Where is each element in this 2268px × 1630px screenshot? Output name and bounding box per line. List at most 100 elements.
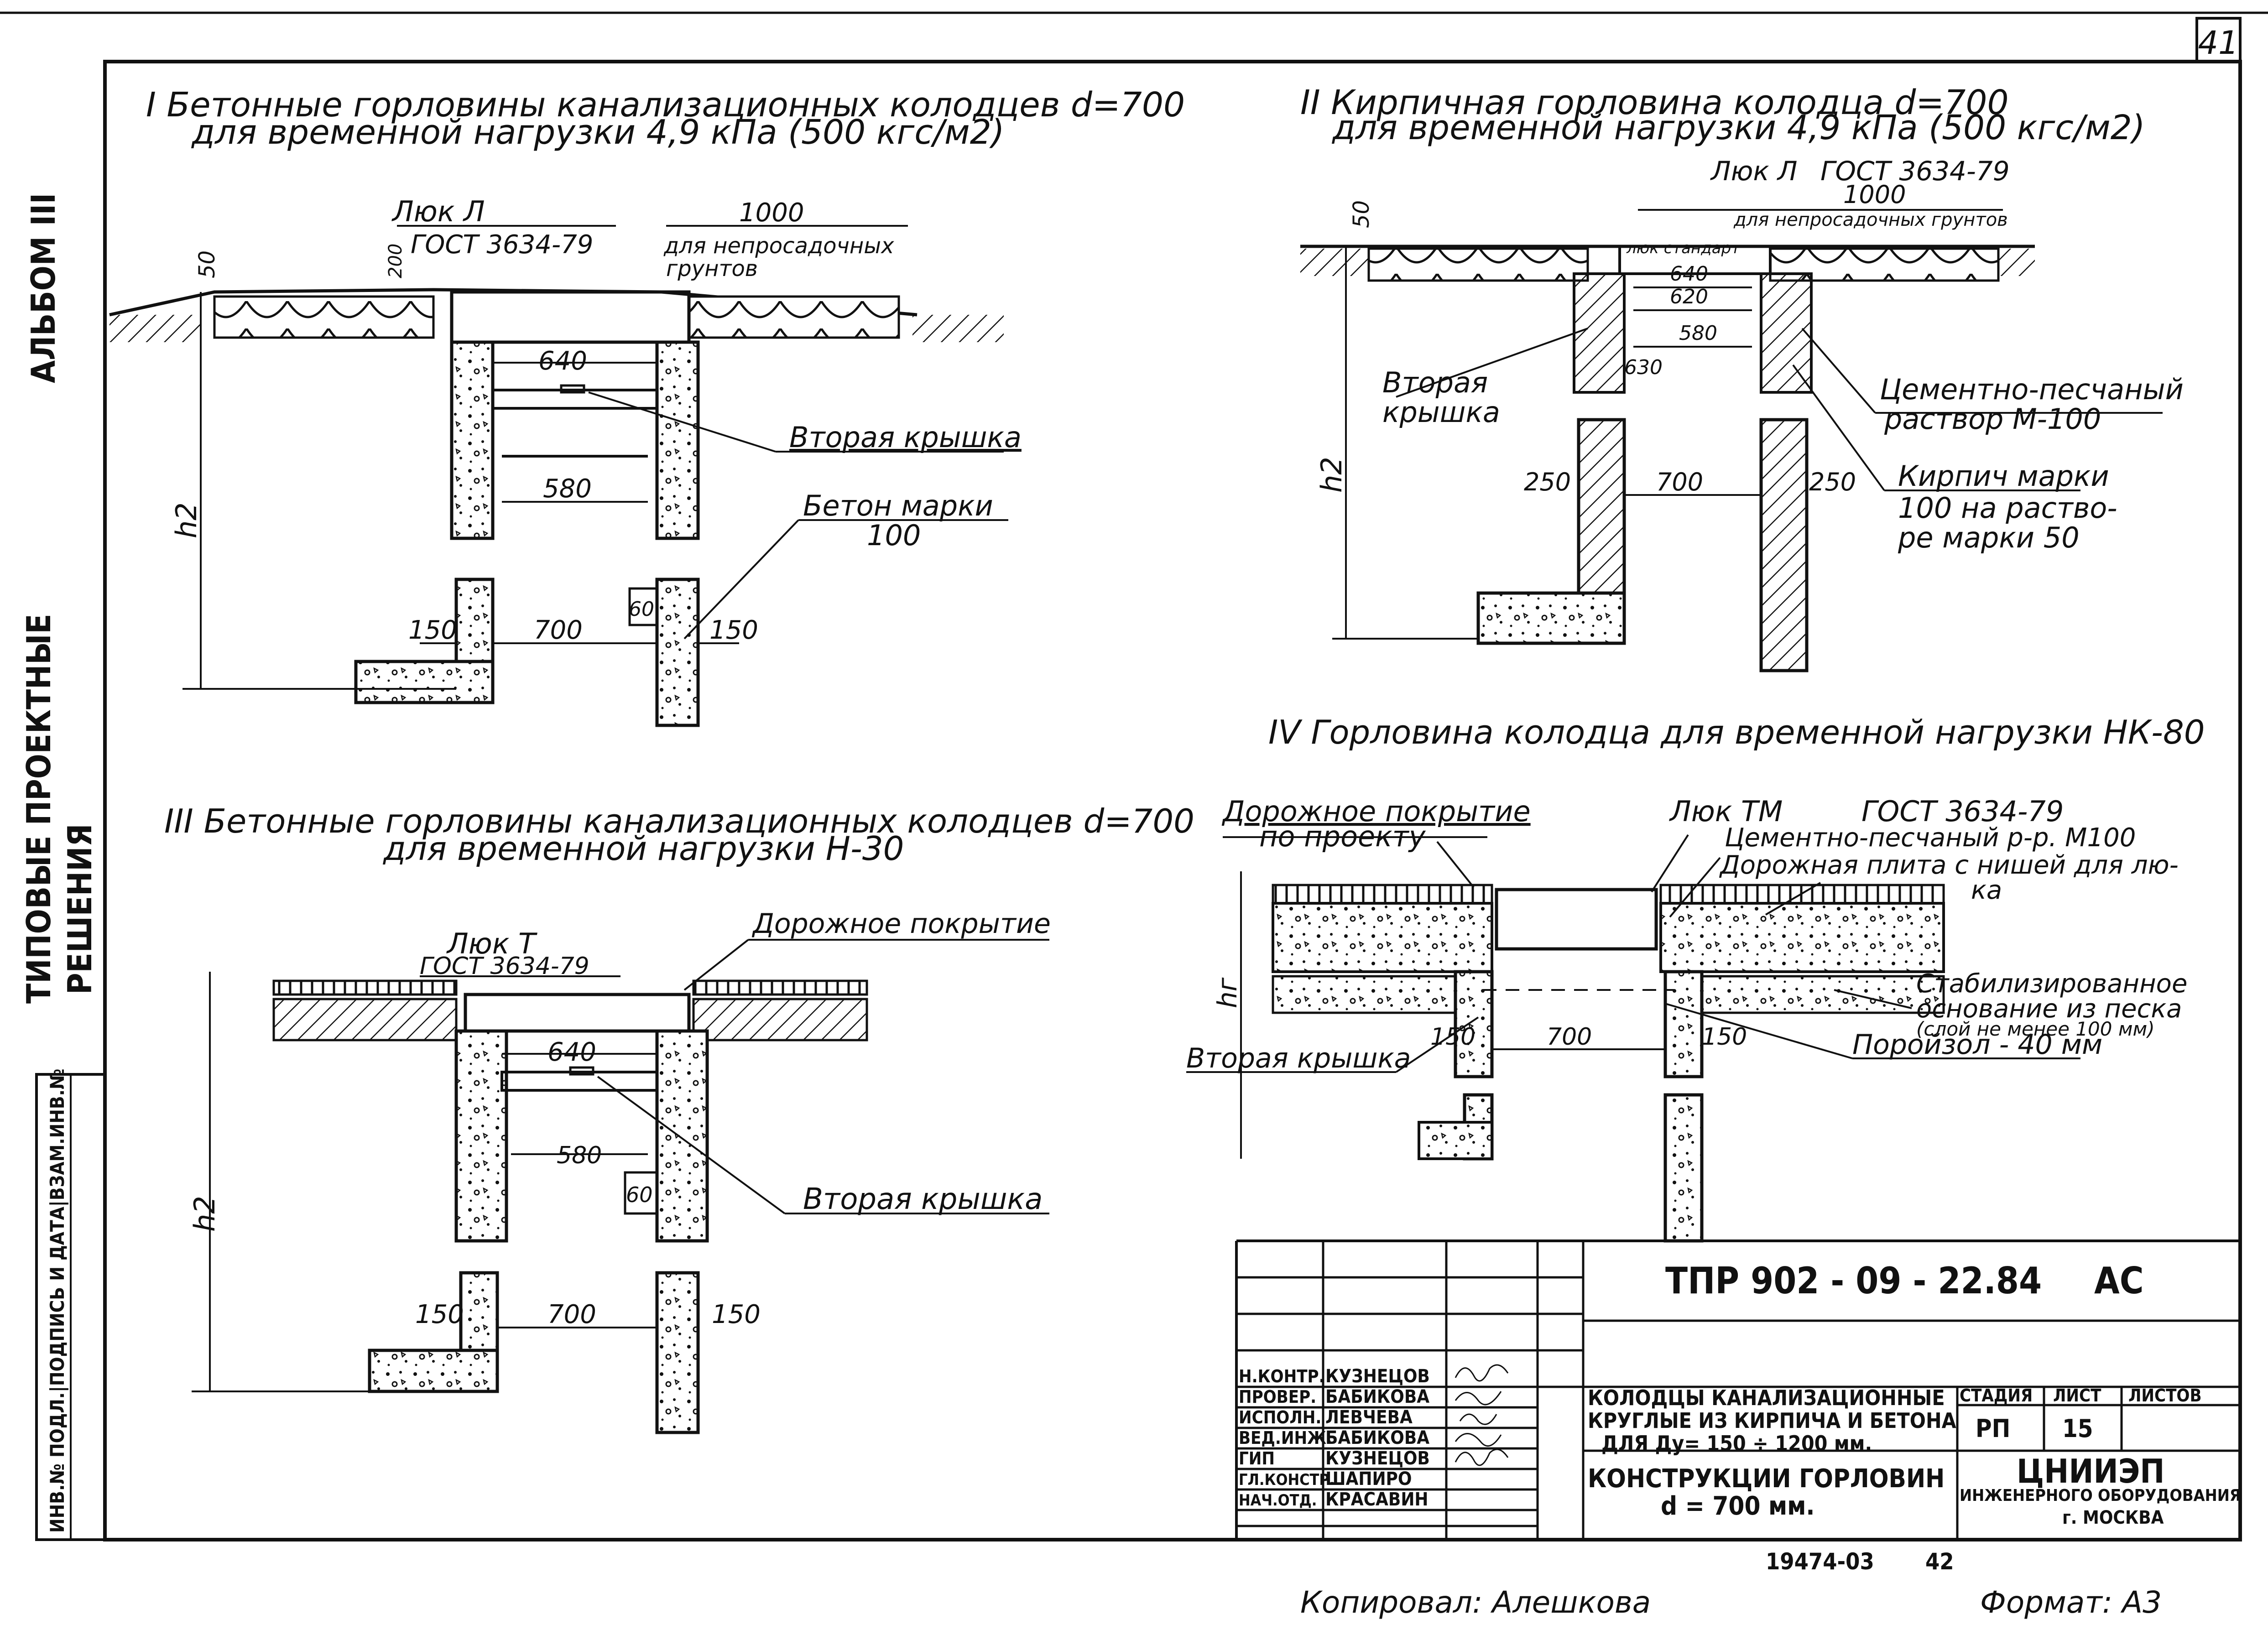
desc-3: ДЛЯ Ду= 150 ÷ 1200 мм. bbox=[1601, 1431, 1872, 1456]
sec3-title-2: для временной нагрузки Н-30 bbox=[382, 829, 904, 868]
sheet-title-1: КОНСТРУКЦИИ ГОРЛОВИН bbox=[1588, 1464, 1945, 1494]
name-1: БАБИКОВА bbox=[1325, 1386, 1429, 1407]
sec4-base-1: Стабилизированное bbox=[1916, 969, 2187, 999]
role-5: ГЛ.КОНСТР. bbox=[1239, 1471, 1335, 1489]
sec1-concrete-2: 100 bbox=[867, 519, 921, 552]
sec1-soil-1: для непросадочных bbox=[663, 233, 894, 259]
role-3: ВЕД.ИНЖ. bbox=[1239, 1428, 1332, 1448]
sec1-d640: 640 bbox=[538, 346, 587, 376]
sheet-number: 41 bbox=[2198, 24, 2238, 62]
sec4-second-lid: Вторая крышка bbox=[1186, 1042, 1411, 1074]
sheet-title-2: d = 700 мм. bbox=[1661, 1491, 1815, 1521]
sec2-d620: 620 bbox=[1670, 285, 1708, 308]
signatures bbox=[1455, 1364, 1509, 1466]
sec1-title-1: I Бетонные горловины канализационных кол… bbox=[146, 85, 1185, 125]
sheet-value: 15 bbox=[2062, 1414, 2093, 1443]
sec1-d150b: 150 bbox=[709, 615, 758, 645]
stage-value: РП bbox=[1976, 1414, 2010, 1443]
sec2-std: люк стандарт bbox=[1626, 239, 1741, 257]
sec2-second-2: крышка bbox=[1382, 396, 1500, 429]
sec2-mortar-2: раствор М-100 bbox=[1884, 402, 2101, 436]
sec4-road-1: Дорожное покрытие bbox=[1221, 795, 1531, 828]
section-1: I Бетонные горловины канализационных кол… bbox=[109, 85, 1185, 727]
sec4-d150b: 150 bbox=[1702, 1023, 1747, 1051]
sec2-hatch: Люк Л bbox=[1710, 156, 1798, 187]
sec2-d700: 700 bbox=[1656, 468, 1703, 496]
sec2-d630: 630 bbox=[1624, 356, 1663, 379]
sheet-frame bbox=[0, 11, 2268, 1541]
series-label-2: РЕШЕНИЯ bbox=[61, 824, 99, 995]
name-2: ЛЕВЧЕВА bbox=[1325, 1407, 1413, 1428]
sec1-soil-2: грунтов bbox=[666, 256, 758, 281]
sec2-brick-1: Кирпич марки bbox=[1898, 459, 2109, 493]
sec4-base-2: основание из песка bbox=[1916, 994, 2182, 1024]
role-1: ПРОВЕР. bbox=[1239, 1387, 1316, 1407]
section-2: II Кирпичная горловина колодца d=700 для… bbox=[1300, 83, 2184, 672]
org-name: ЦНИИЭП bbox=[2017, 1452, 2165, 1490]
sec2-d250a: 250 bbox=[1524, 468, 1571, 496]
archive-number: 19474-03 bbox=[1766, 1548, 1874, 1575]
role-6: НАЧ.ОТД. bbox=[1239, 1491, 1317, 1510]
sec1-concrete-1: Бетон марки bbox=[803, 489, 993, 522]
sec3-road: Дорожное покрытие bbox=[751, 908, 1051, 940]
sec3-d640: 640 bbox=[547, 1037, 596, 1067]
sec3-h2: h2 bbox=[188, 1196, 221, 1232]
series-label-1: ТИПОВЫЕ ПРОЕКТНЫЕ bbox=[20, 614, 58, 1004]
sec1-second-lid: Вторая крышка bbox=[789, 421, 1022, 454]
sec4-base-3: (слой не менее 100 мм) bbox=[1916, 1018, 2155, 1040]
name-5: ШАПИРО bbox=[1325, 1469, 1412, 1489]
sec1-d150a: 150 bbox=[408, 615, 457, 645]
sec3-gost: ГОСТ 3634-79 bbox=[420, 953, 589, 980]
name-4: КУЗНЕЦОВ bbox=[1325, 1448, 1430, 1469]
sec4-d700: 700 bbox=[1547, 1023, 1592, 1051]
sec1-d580: 580 bbox=[543, 474, 592, 504]
sec1-d700: 700 bbox=[534, 615, 583, 645]
copied-by: Копировал: Алешкова bbox=[1300, 1585, 1651, 1620]
sec3-title-1: III Бетонные горловины канализационных к… bbox=[164, 802, 1194, 840]
sec4-d150a: 150 bbox=[1430, 1023, 1476, 1051]
sec2-mortar-1: Цементно-песчаный bbox=[1880, 373, 2184, 406]
sec1-d1000: 1000 bbox=[739, 198, 804, 228]
doc-code: ТПР 902 - 09 - 22.84 bbox=[1665, 1260, 2042, 1302]
sec2-brick-3: ре марки 50 bbox=[1898, 521, 2080, 554]
desc-1: КОЛОДЦЫ КАНАЛИЗАЦИОННЫЕ bbox=[1588, 1385, 1945, 1410]
sec3-d60: 60 bbox=[626, 1182, 653, 1207]
sec3-d580: 580 bbox=[557, 1142, 602, 1169]
sec2-d640: 640 bbox=[1670, 262, 1708, 286]
sec2-d250b: 250 bbox=[1809, 468, 1856, 496]
sec1-gost: ГОСТ 3634-79 bbox=[411, 230, 593, 260]
sec4-road-2: по проекту bbox=[1259, 820, 1426, 853]
sec1-title-2: для временной нагрузки 4,9 кПа (500 кгс/… bbox=[191, 113, 1005, 152]
doc-mark: АС bbox=[2094, 1260, 2144, 1302]
sec4-mortar: Цементно-песчаный р-р. М100 bbox=[1725, 823, 2136, 853]
sec4-poroizol: Поройзол - 40 мм bbox=[1852, 1029, 2102, 1061]
sec4-plate-1: Дорожная плита с нишей для лю- bbox=[1719, 850, 2179, 880]
section-3: III Бетонные горловины канализационных к… bbox=[164, 802, 1194, 1434]
sec2-d1000: 1000 bbox=[1843, 180, 1906, 209]
sec2-gost: ГОСТ 3634-79 bbox=[1820, 156, 2010, 187]
role-4: ГИП bbox=[1239, 1448, 1275, 1469]
header-sheets: ЛИСТОВ bbox=[2128, 1385, 2202, 1406]
sec1-d200: 200 bbox=[385, 244, 406, 278]
name-6: КРАСАВИН bbox=[1325, 1489, 1429, 1510]
header-sheet: ЛИСТ bbox=[2053, 1385, 2101, 1406]
desc-2: КРУГЛЫЕ ИЗ КИРПИЧА И БЕТОНА bbox=[1588, 1408, 1956, 1433]
sec1-hatch: Люк Л bbox=[391, 195, 485, 228]
album-label: АЛЬБОМ III bbox=[24, 193, 63, 383]
sec4-hatch: Люк ТМ bbox=[1669, 795, 1783, 828]
role-0: Н.КОНТР. bbox=[1239, 1366, 1325, 1386]
title-block: ТПР 902 - 09 - 22.84 АС Н.КОНТР. ПРОВЕР.… bbox=[1236, 1241, 2241, 1540]
sec2-second-1: Вторая bbox=[1382, 366, 1488, 399]
section-4: IV Горловина колодца для временной нагру… bbox=[1186, 713, 2205, 1243]
sec1-d60: 60 bbox=[629, 598, 654, 621]
sec2-soil: для непросадочных грунтов bbox=[1733, 209, 2008, 230]
sec4-hg: hг bbox=[1212, 977, 1243, 1008]
sec1-d50: 50 bbox=[194, 250, 220, 278]
role-2: ИСПОЛН. bbox=[1239, 1407, 1321, 1427]
sec2-d50: 50 bbox=[1349, 200, 1374, 228]
archive-sub: 42 bbox=[1925, 1548, 1954, 1575]
name-3: БАБИКОВА bbox=[1325, 1427, 1429, 1448]
sec3-d700: 700 bbox=[547, 1300, 596, 1329]
org-city: г. МОСКВА bbox=[2062, 1507, 2164, 1528]
